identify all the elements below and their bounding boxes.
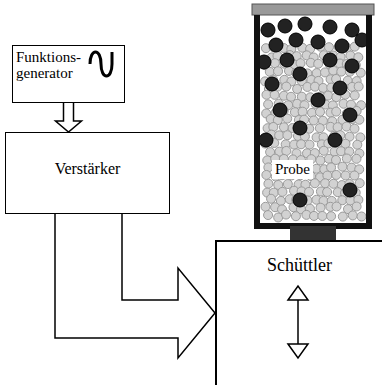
particle xyxy=(318,211,327,220)
sine-symbol xyxy=(90,52,112,76)
particle xyxy=(335,39,349,53)
particle xyxy=(338,162,347,171)
particle xyxy=(296,59,305,68)
node-label: Verstärker xyxy=(10,161,165,178)
sample-particles xyxy=(257,17,369,222)
particle xyxy=(289,33,303,47)
particle xyxy=(293,67,307,81)
particle xyxy=(332,202,341,211)
particle xyxy=(332,170,341,179)
particle xyxy=(329,179,338,188)
particle xyxy=(338,212,347,221)
particle xyxy=(298,17,312,31)
particle xyxy=(261,23,275,37)
particle xyxy=(323,20,337,34)
particle xyxy=(316,107,325,116)
hollow-arrow xyxy=(55,214,215,358)
particle xyxy=(269,38,283,52)
particle xyxy=(283,131,292,140)
particle xyxy=(348,211,357,220)
particle xyxy=(328,133,342,147)
particle xyxy=(350,124,359,133)
particle xyxy=(323,187,332,196)
shaker-arrow xyxy=(288,286,308,358)
particle xyxy=(319,146,328,155)
particle xyxy=(264,211,273,220)
particle xyxy=(315,124,324,133)
particle xyxy=(350,91,359,100)
particle xyxy=(321,179,330,188)
particle xyxy=(311,93,325,107)
particle xyxy=(342,154,351,163)
particle xyxy=(310,179,319,188)
particle xyxy=(352,202,361,211)
particle xyxy=(357,212,366,221)
particle xyxy=(333,81,347,95)
particle xyxy=(352,154,361,163)
particle xyxy=(291,212,300,221)
container-lid xyxy=(252,4,374,15)
particle xyxy=(341,171,350,180)
hollow-arrow xyxy=(56,103,82,132)
shaker-box: Schüttler xyxy=(215,240,382,385)
particle xyxy=(314,59,323,68)
particle xyxy=(293,121,307,135)
particle xyxy=(264,179,273,188)
particle xyxy=(327,212,336,221)
particle xyxy=(282,82,291,91)
sample-label: Probe xyxy=(272,160,313,179)
particle xyxy=(309,116,318,125)
particle xyxy=(332,107,341,116)
particle xyxy=(305,140,314,149)
particle xyxy=(310,211,319,220)
particle xyxy=(264,100,273,109)
container-wall xyxy=(257,15,369,226)
particle xyxy=(261,202,270,211)
particle xyxy=(262,170,271,179)
particle xyxy=(343,108,357,122)
amplifier-box: Verstärker xyxy=(5,132,170,214)
particle xyxy=(273,103,287,117)
particle xyxy=(280,53,294,67)
node-label: Funktions- generator xyxy=(16,50,94,82)
particle xyxy=(270,90,279,99)
particle xyxy=(310,82,319,91)
particle xyxy=(278,19,292,33)
generator-box: Funktions- generator xyxy=(12,45,125,103)
particle xyxy=(311,35,325,49)
particle xyxy=(282,210,291,219)
node-label: Schüttler xyxy=(221,256,378,275)
mount-block xyxy=(290,226,336,241)
particle xyxy=(298,107,307,116)
particle xyxy=(259,133,273,147)
particle xyxy=(345,59,359,73)
particle xyxy=(323,53,337,67)
particle xyxy=(324,43,333,52)
particle xyxy=(343,183,357,197)
particle xyxy=(278,187,287,196)
particle xyxy=(353,140,362,149)
particle xyxy=(316,203,325,212)
particle xyxy=(267,194,276,203)
particle xyxy=(274,67,283,76)
particle xyxy=(293,193,307,207)
particle xyxy=(305,187,314,196)
particle xyxy=(297,140,306,149)
particle xyxy=(354,82,363,91)
particle xyxy=(316,156,325,165)
particle xyxy=(265,77,279,91)
